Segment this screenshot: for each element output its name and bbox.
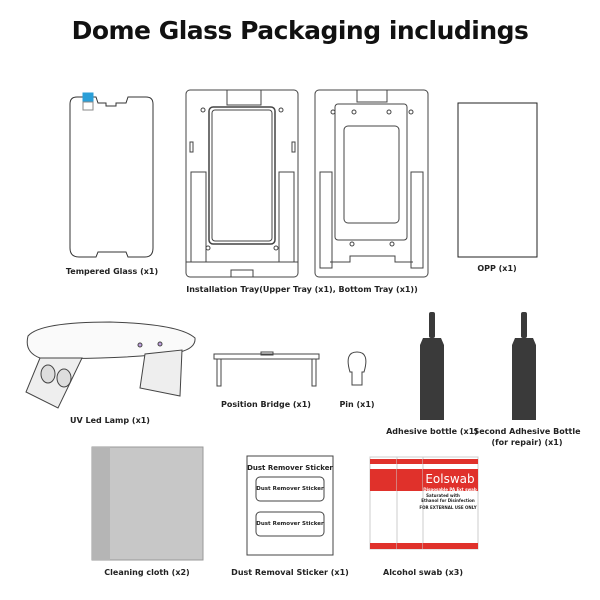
swab-sub: Disposable PA Ext swab: [423, 487, 477, 492]
upper-tray-icon: [185, 89, 299, 278]
label-uv-lamp: UV Led Lamp (x1): [70, 416, 150, 425]
label-alcohol-swab: Alcohol swab (x3): [383, 568, 463, 577]
sticker-item-1: Dust Remover Sticker: [256, 486, 324, 492]
label-position-bridge: Position Bridge (x1): [221, 400, 311, 409]
cleaning-cloth-icon: [91, 446, 204, 561]
page-title: Dome Glass Packaging includings: [71, 16, 529, 45]
label-dust-sticker: Dust Removal Sticker (x1): [231, 568, 349, 577]
label-installation-tray: Installation Tray(Upper Tray (x1), Botto…: [186, 285, 418, 294]
swab-brand: Eolswab: [425, 472, 475, 486]
position-bridge-icon: [213, 351, 320, 387]
bottom-tray-icon: [314, 89, 429, 278]
label-tempered-glass: Tempered Glass (x1): [65, 267, 159, 276]
uv-lamp-icon: [25, 321, 196, 409]
adhesive-bottle-icon: [420, 312, 444, 420]
opp-film-icon: [457, 102, 538, 258]
swab-note-1: Saturated with: [426, 493, 460, 498]
pin-icon: [347, 351, 367, 386]
sticker-item-2: Dust Remover Sticker: [256, 521, 324, 527]
label-second-bottle-2: (for repair) (x1): [491, 438, 563, 447]
label-opp: OPP (x1): [477, 264, 517, 273]
alcohol-swab-icon: [369, 456, 479, 550]
label-pin: Pin (x1): [339, 400, 375, 409]
swab-note-2: Ethanol for Disinfection: [421, 498, 475, 503]
label-cleaning-cloth: Cleaning cloth (x2): [104, 568, 190, 577]
label-second-bottle: Second Adhesive Bottle: [473, 427, 581, 436]
dust-sticker-icon: [246, 455, 334, 556]
sticker-header: Dust Remover Sticker: [247, 464, 333, 472]
tempered-glass-icon: [69, 92, 154, 258]
second-adhesive-bottle-icon: [512, 312, 536, 420]
label-adhesive-bottle: Adhesive bottle (x1): [386, 427, 478, 436]
swab-note-3: FOR EXTERNAL USE ONLY: [419, 505, 477, 510]
